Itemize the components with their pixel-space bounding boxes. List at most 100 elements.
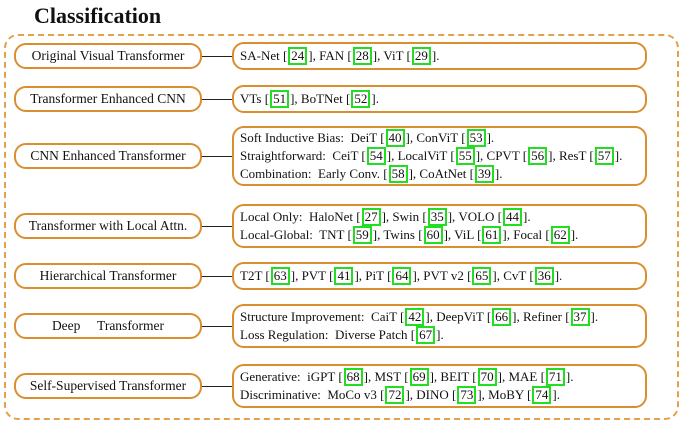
- methods-text: ], PVT v2 [: [412, 268, 472, 283]
- methods-text: ], BEIT [: [429, 369, 477, 384]
- methods-text: Structure Improvement: CaiT [: [240, 309, 405, 324]
- methods-box: Soft Inductive Bias: DeiT [40], ConViT […: [232, 126, 647, 186]
- citation-ref: 72: [385, 386, 405, 404]
- citation-ref: 67: [416, 326, 436, 344]
- methods-text: Straightforward: CeiT [: [240, 148, 366, 163]
- connector-line: [202, 326, 232, 327]
- citation-ref: 35: [427, 208, 447, 226]
- methods-text: ].: [590, 309, 599, 324]
- citation-ref: 63: [270, 267, 290, 285]
- methods-text: ], DeepViT [: [425, 309, 492, 324]
- category-box: Original Visual Transformer: [14, 43, 202, 69]
- citation-ref: 44: [503, 208, 522, 226]
- citation-ref: 62: [550, 226, 570, 244]
- citation-ref: 36: [534, 267, 554, 285]
- connector-line: [202, 56, 232, 57]
- methods-text: ], VOLO [: [447, 209, 502, 224]
- citation-ref: 42: [405, 308, 425, 326]
- category-box: CNN Enhanced Transformer: [14, 143, 202, 169]
- citation-ref: 70: [477, 368, 497, 386]
- citation-ref: 52: [351, 90, 371, 108]
- connector-line: [202, 156, 232, 157]
- methods-text: ], Focal [: [502, 227, 550, 242]
- methods-text: ], LocalViT [: [386, 148, 455, 163]
- methods-text: ].: [486, 130, 495, 145]
- methods-text: ], ViL [: [443, 227, 482, 242]
- citation-ref: 64: [392, 267, 412, 285]
- citation-ref: 57: [594, 147, 614, 165]
- methods-text: Local-Global: TNT [: [240, 227, 352, 242]
- citation-ref: 51: [270, 90, 290, 108]
- citation-ref: 59: [352, 226, 372, 244]
- methods-text: Soft Inductive Bias: DeiT [: [240, 130, 385, 145]
- methods-line: VTs [51], BoTNet [52].: [240, 90, 645, 108]
- methods-line: Loss Regulation: Diverse Patch [67].: [240, 326, 645, 344]
- citation-ref: 41: [334, 267, 354, 285]
- connector-line: [202, 276, 232, 277]
- citation-ref: 28: [352, 47, 372, 65]
- methods-text: SA-Net [: [240, 48, 288, 63]
- category-box: Self-Supervised Transformer: [14, 373, 202, 399]
- category-box: Hierarchical Transformer: [14, 263, 202, 289]
- methods-line: Soft Inductive Bias: DeiT [40], ConViT […: [240, 129, 645, 147]
- connector-line: [202, 226, 232, 227]
- methods-text: ].: [371, 91, 379, 106]
- citation-ref: 37: [570, 308, 590, 326]
- citation-ref: 27: [361, 208, 381, 226]
- citation-ref: 56: [528, 147, 548, 165]
- citation-ref: 24: [288, 47, 308, 65]
- methods-text: Generative: iGPT [: [240, 369, 343, 384]
- methods-text: ], ConViT [: [405, 130, 466, 145]
- methods-line: Combination: Early Conv. [58], CoAtNet […: [240, 165, 645, 183]
- methods-text: ].: [494, 166, 503, 181]
- methods-box: T2T [63], PVT [41], PiT [64], PVT v2 [65…: [232, 262, 647, 290]
- citation-ref: 53: [466, 129, 486, 147]
- citation-ref: 69: [409, 368, 429, 386]
- methods-text: ], DINO [: [405, 387, 457, 402]
- methods-text: ], CoAtNet [: [408, 166, 474, 181]
- connector-line: [202, 386, 232, 387]
- methods-text: ], Twins [: [372, 227, 423, 242]
- methods-text: ], Swin [: [381, 209, 427, 224]
- methods-line: Straightforward: CeiT [54], LocalViT [55…: [240, 147, 645, 165]
- category-box: Deep Transformer: [14, 313, 202, 339]
- methods-text: ].: [565, 369, 574, 384]
- methods-text: ].: [570, 227, 579, 242]
- methods-text: ], ViT [: [372, 48, 411, 63]
- methods-text: ], Refiner [: [512, 309, 570, 324]
- methods-text: ].: [523, 209, 531, 224]
- methods-text: ].: [431, 48, 440, 63]
- citation-ref: 55: [455, 147, 475, 165]
- category-box: Transformer with Local Attn.: [14, 213, 202, 239]
- methods-text: ], MST [: [363, 369, 409, 384]
- citation-ref: 73: [457, 386, 477, 404]
- methods-text: ].: [436, 327, 444, 342]
- methods-box: Generative: iGPT [68], MST [69], BEIT [7…: [232, 364, 647, 408]
- methods-text: ], CPVT [: [475, 148, 528, 163]
- citation-ref: 29: [411, 47, 431, 65]
- methods-text: ], BoTNet [: [290, 91, 351, 106]
- citation-ref: 60: [423, 226, 443, 244]
- classification-frame: [4, 34, 679, 420]
- citation-ref: 71: [545, 368, 565, 386]
- methods-line: Local Only: HaloNet [27], Swin [35], VOL…: [240, 208, 645, 226]
- methods-text: Local Only: HaloNet [: [240, 209, 361, 224]
- citation-ref: 58: [388, 165, 408, 183]
- methods-text: ], CvT [: [492, 268, 534, 283]
- citation-ref: 65: [472, 267, 492, 285]
- methods-text: ], MoBY [: [477, 387, 532, 402]
- methods-text: ].: [552, 387, 560, 402]
- category-box: Transformer Enhanced CNN: [14, 86, 202, 112]
- methods-text: ].: [614, 148, 623, 163]
- methods-text: ], MAE [: [497, 369, 545, 384]
- citation-ref: 40: [385, 129, 405, 147]
- connector-line: [202, 99, 232, 100]
- citation-ref: 54: [366, 147, 386, 165]
- methods-text: ], PVT [: [290, 268, 334, 283]
- methods-box: SA-Net [24], FAN [28], ViT [29].: [232, 42, 647, 70]
- methods-text: ], FAN [: [308, 48, 352, 63]
- methods-line: Generative: iGPT [68], MST [69], BEIT [7…: [240, 368, 645, 386]
- methods-text: ], PiT [: [354, 268, 392, 283]
- methods-text: ], ResT [: [548, 148, 594, 163]
- citation-ref: 39: [474, 165, 494, 183]
